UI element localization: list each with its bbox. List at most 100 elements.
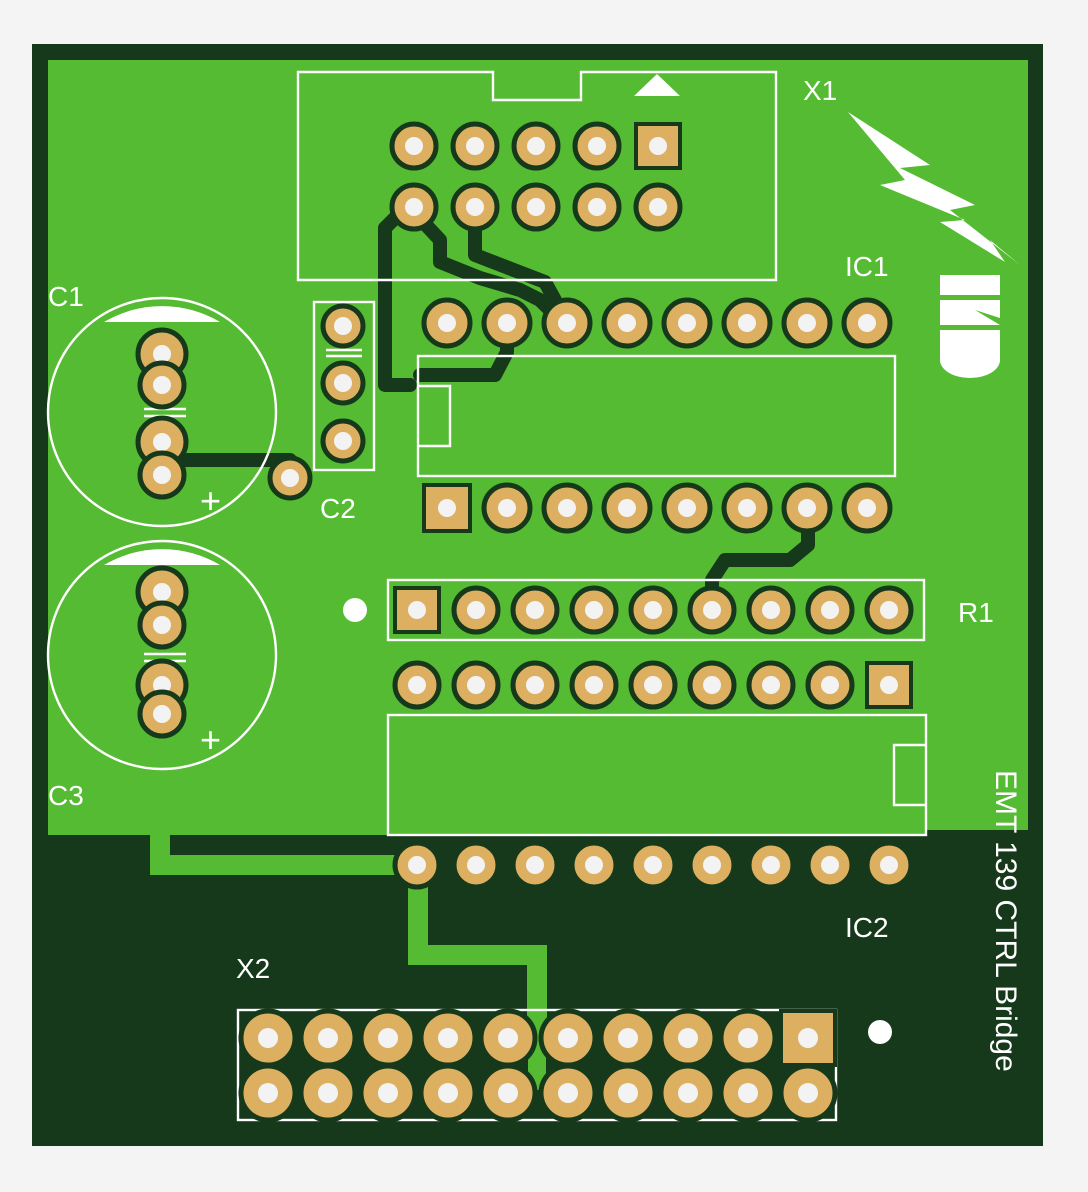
r1-pad: [687, 585, 737, 635]
ic1-pad: [481, 297, 533, 349]
c2-pad: [320, 303, 366, 349]
label-r1: R1: [958, 597, 994, 628]
ic1-pad: [421, 297, 473, 349]
ic2-pad: [569, 840, 619, 890]
ic1-pad: [841, 297, 893, 349]
r1-pad: [393, 586, 441, 634]
ic2-pad: [864, 840, 914, 890]
x2-pad: [658, 1063, 718, 1123]
c3-pad: [137, 600, 187, 650]
light-traces: [150, 730, 547, 1038]
logo-letter-d: [940, 330, 1000, 378]
ic1-notch: [418, 384, 452, 448]
mounting-hole-left: [343, 598, 367, 622]
ic1-pad: [422, 483, 472, 533]
label-x2: X2: [236, 953, 270, 984]
mounting-hole-right: [868, 1020, 892, 1044]
x2-pad: [478, 1008, 538, 1068]
ic2-pad: [569, 660, 619, 710]
x1-pad: [634, 122, 682, 170]
ic2-pad: [805, 840, 855, 890]
x2-pad: [658, 1008, 718, 1068]
r1-pad: [864, 585, 914, 635]
c3-outline: [46, 539, 278, 771]
x2-pad: [778, 1063, 838, 1123]
ic2-pad: [628, 840, 678, 890]
mkd-logo: [848, 112, 1020, 378]
trace-c3-to-ic2: [150, 730, 412, 875]
ic1-outline: [416, 354, 897, 478]
ic1-pad: [781, 482, 833, 534]
ic2-pad: [392, 660, 442, 710]
x2-pad: [298, 1063, 358, 1123]
pads: [135, 121, 914, 1123]
label-c3: C3: [48, 780, 84, 811]
c2-pad: [320, 418, 366, 464]
ic2-pad: [746, 840, 796, 890]
label-ic1: IC1: [845, 251, 889, 282]
ic1-pad: [481, 482, 533, 534]
x2-pad: [598, 1063, 658, 1123]
label-c1: C1: [48, 281, 84, 312]
trace-x1-to-ic1-pin2: [405, 203, 567, 327]
ic2-pad: [510, 660, 560, 710]
label-x1: X1: [803, 75, 837, 106]
c3-pad: [137, 689, 187, 739]
r1-pad: [451, 585, 501, 635]
x2-pad: [718, 1008, 778, 1068]
trace-ic1-pin7-to-r1: [705, 501, 815, 617]
x2-pad: [298, 1008, 358, 1068]
x2-pad: [538, 1008, 598, 1068]
ic1-pad: [721, 297, 773, 349]
x1-pad: [511, 121, 561, 171]
logo-letter-k: [940, 275, 1000, 295]
c1-pad: [137, 450, 187, 500]
c3-plus-sign: +: [200, 719, 221, 760]
r1-pad: [805, 585, 855, 635]
label-c2: C2: [320, 493, 356, 524]
c1-via: [267, 455, 313, 501]
x2-pad: [418, 1008, 478, 1068]
x1-pad: [633, 182, 683, 232]
copper-pour-lower-left: [48, 770, 143, 830]
r1-outline: [386, 578, 926, 642]
x2-pad: [478, 1063, 538, 1123]
logo-letter-k-2: [940, 300, 1000, 325]
x1-pad: [572, 182, 622, 232]
ic1-pad: [541, 482, 593, 534]
ic2-pad: [451, 840, 501, 890]
silkscreen: [46, 70, 928, 1122]
x2-pad: [418, 1063, 478, 1123]
r1-pad: [510, 585, 560, 635]
ic2-pad: [865, 661, 913, 709]
x1-pin1-arrow: [634, 74, 680, 96]
c2-pad: [320, 360, 366, 406]
ic1-pad: [601, 482, 653, 534]
r1-pad: [746, 585, 796, 635]
ic1-pad: [721, 482, 773, 534]
ic1-pad: [541, 297, 593, 349]
c2-outline: [312, 300, 376, 472]
ic2-notch: [892, 743, 926, 807]
c1-pad: [137, 360, 187, 410]
ic1-pad: [781, 297, 833, 349]
c1-negative-band: [104, 306, 220, 322]
board-title: EMT 139 CTRL Bridge: [989, 770, 1022, 1072]
ic2-pad: [687, 840, 737, 890]
ic2-pad: [510, 840, 560, 890]
x1-outline: [296, 70, 778, 282]
x1-pad: [511, 182, 561, 232]
x1-pad: [450, 121, 500, 171]
x1-pad: [450, 182, 500, 232]
x2-pad: [238, 1008, 298, 1068]
ic2-pad: [451, 660, 501, 710]
x2-pad: [598, 1008, 658, 1068]
ic1-pad: [661, 482, 713, 534]
r1-pad: [628, 585, 678, 635]
c1-outline: [46, 296, 278, 528]
r1-pad: [569, 585, 619, 635]
x1-pad: [572, 121, 622, 171]
x1-pad: [389, 182, 439, 232]
label-ic2: IC2: [845, 912, 889, 943]
